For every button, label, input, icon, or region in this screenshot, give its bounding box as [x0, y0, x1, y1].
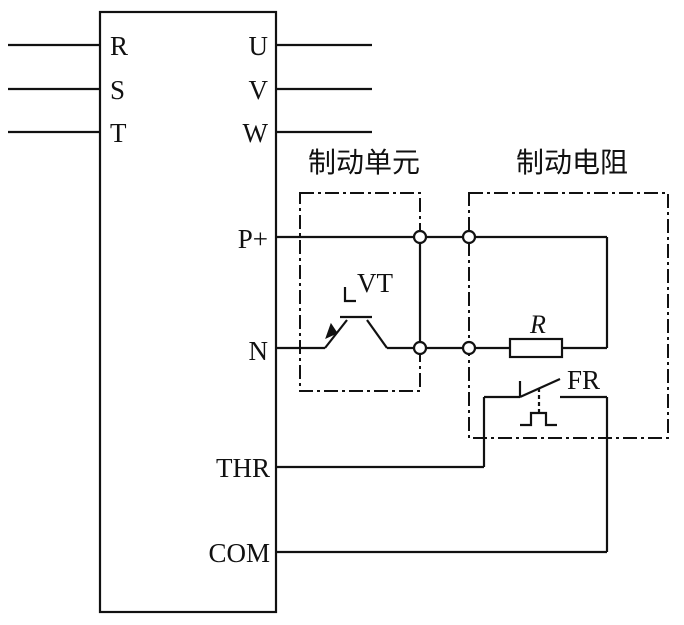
vt-collector — [366, 319, 388, 349]
vt-emitter-arrow — [325, 322, 338, 339]
terminal-t-label: T — [110, 118, 127, 148]
node-unit-pplus — [412, 229, 428, 245]
terminal-s-label: S — [110, 75, 125, 105]
vt-label: VT — [357, 268, 393, 298]
terminal-thr-label: THR — [216, 453, 270, 483]
resistor-label: R — [529, 310, 546, 339]
terminal-u-label: U — [249, 31, 269, 61]
node-resistor-pplus — [461, 229, 477, 245]
inverter-body — [98, 10, 278, 614]
braking-resistor-box — [468, 192, 669, 439]
terminal-r-label: R — [110, 31, 128, 61]
terminal-v-label: V — [249, 75, 269, 105]
node-unit-n — [412, 340, 428, 356]
node-resistor-n — [461, 340, 477, 356]
resistor-symbol — [508, 337, 564, 359]
vt-gate-mark — [343, 287, 356, 303]
braking-resistor-label: 制动电阻 — [516, 146, 628, 179]
terminal-w-label: W — [243, 118, 269, 148]
fr-thermal-element — [520, 411, 557, 427]
terminal-n-label: N — [249, 336, 269, 366]
braking-unit-label: 制动单元 — [308, 146, 420, 179]
fr-label: FR — [567, 365, 600, 395]
terminal-pplus-label: P+ — [238, 224, 268, 254]
terminal-com-label: COM — [208, 538, 270, 568]
